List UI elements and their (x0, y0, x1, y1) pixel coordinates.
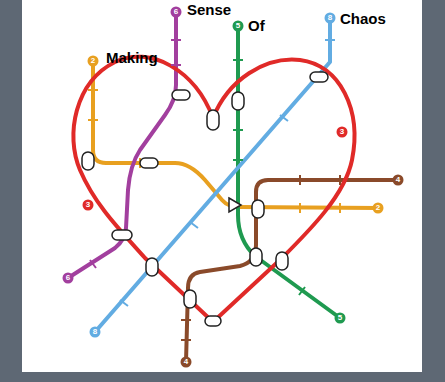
line-number: 8 (328, 14, 332, 22)
line-number: 2 (91, 57, 95, 65)
line-number: 8 (93, 328, 97, 336)
line-number: 2 (376, 204, 380, 212)
line-number: 3 (86, 201, 90, 209)
title-word: Of (248, 18, 265, 33)
title-word: Sense (187, 2, 231, 17)
title-word: Chaos (340, 11, 386, 26)
line-number: 4 (184, 358, 188, 366)
line-number: 4 (396, 176, 400, 184)
line-number: 5 (338, 314, 342, 322)
line-number: 6 (66, 274, 70, 282)
line-number: 5 (236, 22, 240, 30)
line-number: 6 (174, 8, 178, 16)
title-word: Making (106, 50, 158, 65)
line-number: 3 (340, 128, 344, 136)
